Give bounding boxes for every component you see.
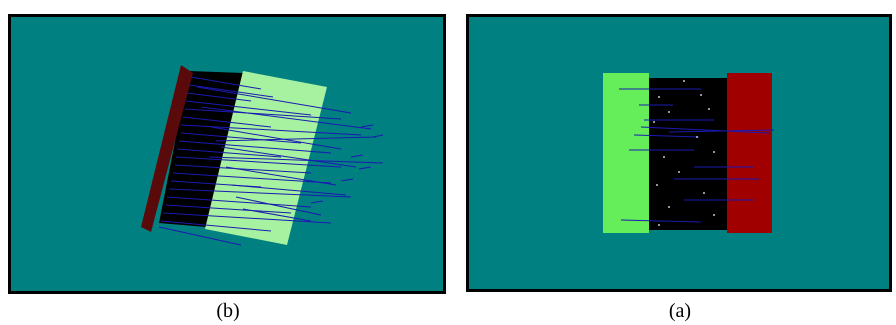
match-line — [172, 172, 332, 184]
match-line — [162, 212, 332, 224]
match-line-fragment — [372, 134, 384, 138]
match-line — [640, 126, 770, 134]
match-line — [200, 106, 372, 130]
match-line — [165, 204, 292, 214]
match-line — [210, 126, 342, 150]
feature-point — [703, 192, 705, 194]
match-line-fragment — [350, 154, 364, 158]
feature-point — [658, 96, 660, 98]
match-line — [208, 156, 384, 164]
feature-point — [658, 224, 660, 226]
match-line — [668, 129, 775, 133]
red-slab-a — [727, 73, 772, 233]
scene-a — [603, 73, 775, 233]
match-line-fragment — [360, 124, 374, 128]
match-line — [168, 188, 352, 198]
feature-point — [656, 184, 658, 186]
match-line — [176, 148, 282, 158]
match-line — [158, 226, 242, 246]
match-line — [620, 219, 702, 223]
match-line — [235, 196, 322, 216]
match-line — [166, 196, 312, 208]
match-line — [174, 164, 312, 174]
panel-a — [466, 14, 892, 292]
match-line — [225, 166, 337, 186]
red-slab-b — [141, 65, 193, 232]
match-line-fragment — [310, 200, 324, 204]
gap-region-a — [649, 78, 727, 230]
caption-a: (a) — [668, 300, 692, 322]
feature-point — [713, 214, 715, 216]
caption-b: (b) — [216, 300, 240, 322]
feature-point — [683, 80, 685, 82]
match-line-fragment — [358, 166, 372, 170]
green-slab-a — [603, 73, 649, 233]
match-line — [182, 116, 272, 128]
feature-point — [668, 111, 670, 113]
match-line — [242, 208, 312, 222]
feature-points-a — [653, 80, 715, 226]
displacement-lines-b — [158, 76, 384, 246]
match-line — [178, 140, 332, 154]
match-line — [175, 156, 342, 168]
match-line — [186, 92, 252, 102]
match-line-fragment — [340, 178, 354, 182]
match-line — [215, 136, 377, 142]
match-line — [196, 86, 352, 114]
displacement-lines-a — [619, 88, 775, 223]
match-line — [184, 108, 342, 120]
scene-b — [141, 65, 384, 246]
feature-point — [678, 171, 680, 173]
feature-point — [696, 136, 698, 138]
feature-point — [663, 156, 665, 158]
match-line — [190, 76, 262, 90]
match-line — [633, 134, 700, 138]
match-line — [188, 84, 274, 98]
match-line — [180, 124, 362, 136]
match-line — [230, 184, 347, 196]
feature-point — [708, 108, 710, 110]
match-line — [220, 146, 357, 168]
match-line — [160, 220, 272, 232]
feature-point — [713, 151, 715, 153]
match-line — [180, 132, 302, 144]
feature-point — [653, 121, 655, 123]
panel-b — [8, 14, 446, 294]
match-line — [185, 100, 312, 116]
feature-point — [668, 206, 670, 208]
feature-point — [700, 94, 702, 96]
